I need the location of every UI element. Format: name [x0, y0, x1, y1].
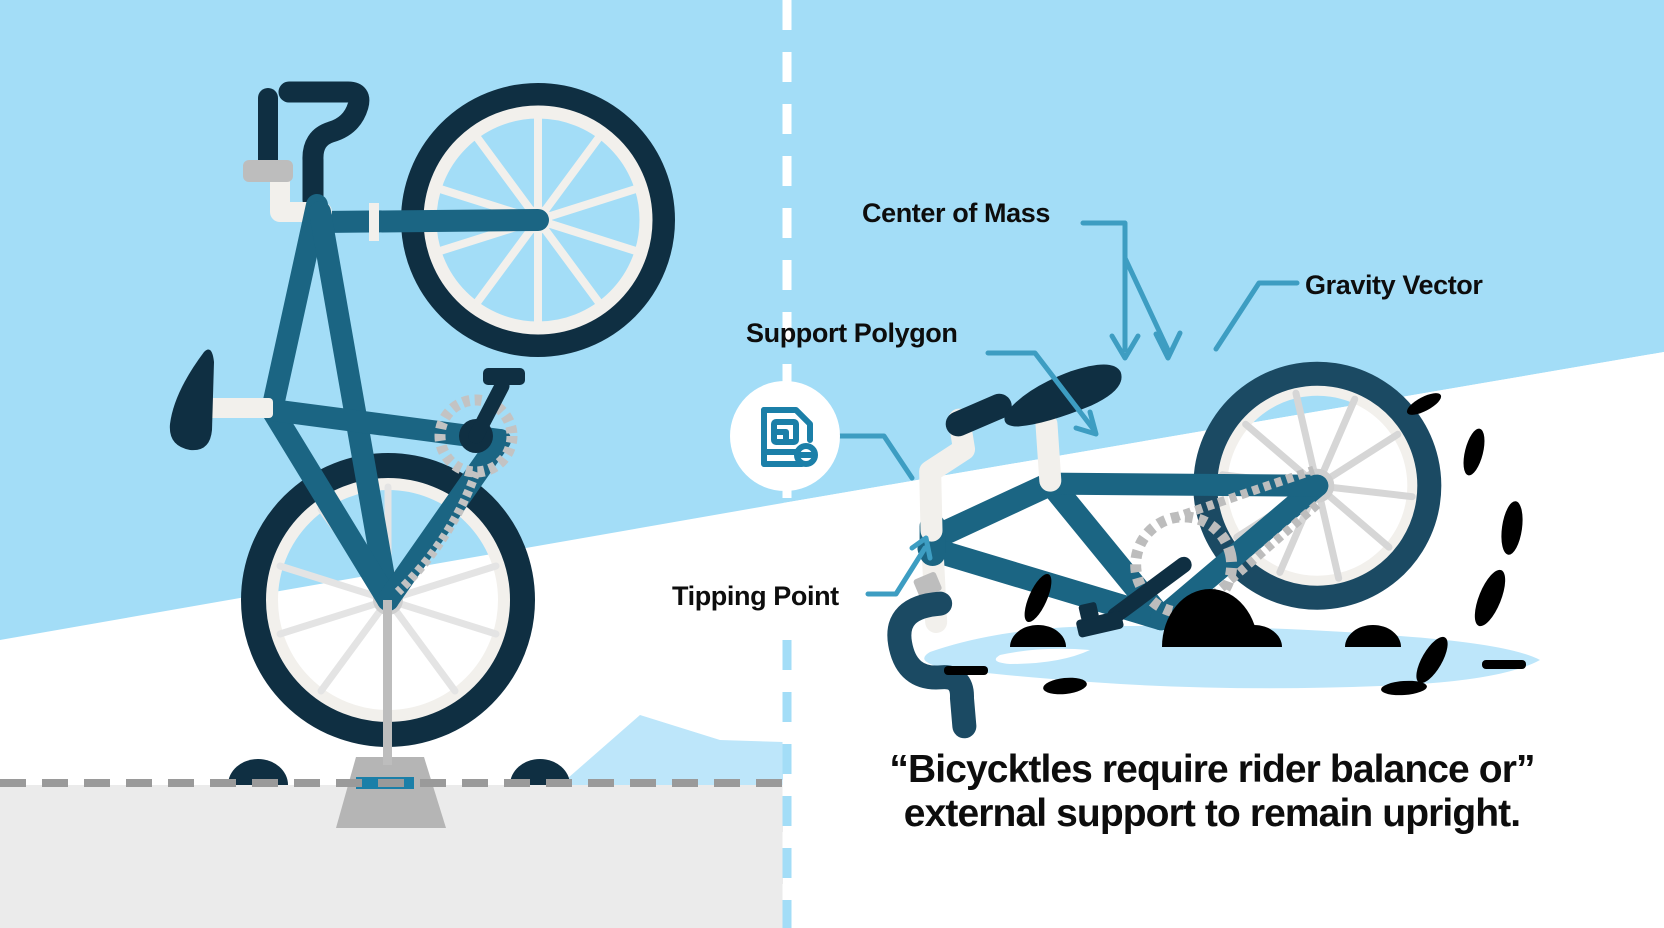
seat-post	[193, 398, 273, 418]
fallen-saddle	[1004, 364, 1122, 427]
handlebar	[278, 81, 370, 211]
chain	[394, 470, 481, 596]
saddle	[169, 349, 214, 451]
fallen-pedal	[1076, 611, 1124, 638]
top-tube	[261, 194, 328, 421]
tipping-point-leader	[865, 545, 928, 597]
fallen-pedal-block	[1078, 602, 1099, 621]
pedal	[483, 368, 525, 385]
fallen-fork-band	[913, 571, 942, 598]
ground-rock	[228, 759, 288, 785]
caption-line-1: “Bicycktles require rider balance or”	[889, 748, 1534, 791]
gravity-vector-leader	[1213, 280, 1300, 352]
chainring	[434, 394, 518, 478]
fallen-rear-wheel-tyre	[1193, 361, 1442, 610]
annotation-leaders	[837, 220, 1300, 597]
crank-arm	[468, 378, 510, 444]
right-panel-group	[783, 352, 1664, 928]
fork-band	[369, 203, 379, 241]
center-of-mass-leader-2	[1122, 255, 1171, 353]
fallen-drop-bar	[887, 591, 977, 739]
fallen-seat-stay	[1039, 472, 1329, 497]
fallen-crank-arm	[1107, 556, 1192, 624]
down-tube	[309, 201, 399, 611]
document-badge[interactable]	[730, 381, 840, 491]
label-center-of-mass: Center of Mass	[862, 198, 1050, 228]
bar-tape-grip	[243, 160, 293, 182]
center-of-mass-leader	[1080, 220, 1128, 353]
seat-tube	[261, 399, 399, 611]
fallen-bicycle	[887, 361, 1442, 739]
support-polygon-arrowhead	[1073, 409, 1099, 437]
center-of-mass-arrowhead-1	[1109, 333, 1141, 361]
ground-mound-light	[560, 715, 783, 785]
label-tipping-point: Tipping Point	[672, 581, 839, 611]
caption-line-2: external support to remain upright.	[904, 792, 1520, 835]
puddle-highlight	[995, 648, 1090, 664]
fallen-seat-post	[1035, 413, 1062, 492]
badge-leader	[837, 433, 915, 481]
fallen-handlebar-upper	[945, 393, 1012, 437]
upright-bicycle	[169, 81, 675, 765]
left-panel-group	[0, 81, 783, 928]
front-fork	[309, 209, 549, 233]
support-pole	[383, 600, 392, 765]
label-support-polygon: Support Polygon	[746, 318, 957, 348]
ground-rock	[510, 759, 570, 785]
kickstand-wedge	[336, 757, 446, 828]
debris-cluster	[944, 393, 1526, 696]
document-minus-icon	[761, 407, 818, 467]
tipping-point-arrowhead	[909, 535, 933, 561]
label-gravity-vector: Gravity Vector	[1305, 270, 1483, 300]
support-polygon-leader	[985, 350, 1097, 433]
fallen-top-tube	[920, 471, 1063, 551]
center-of-mass-arrowhead-2	[1153, 330, 1183, 361]
